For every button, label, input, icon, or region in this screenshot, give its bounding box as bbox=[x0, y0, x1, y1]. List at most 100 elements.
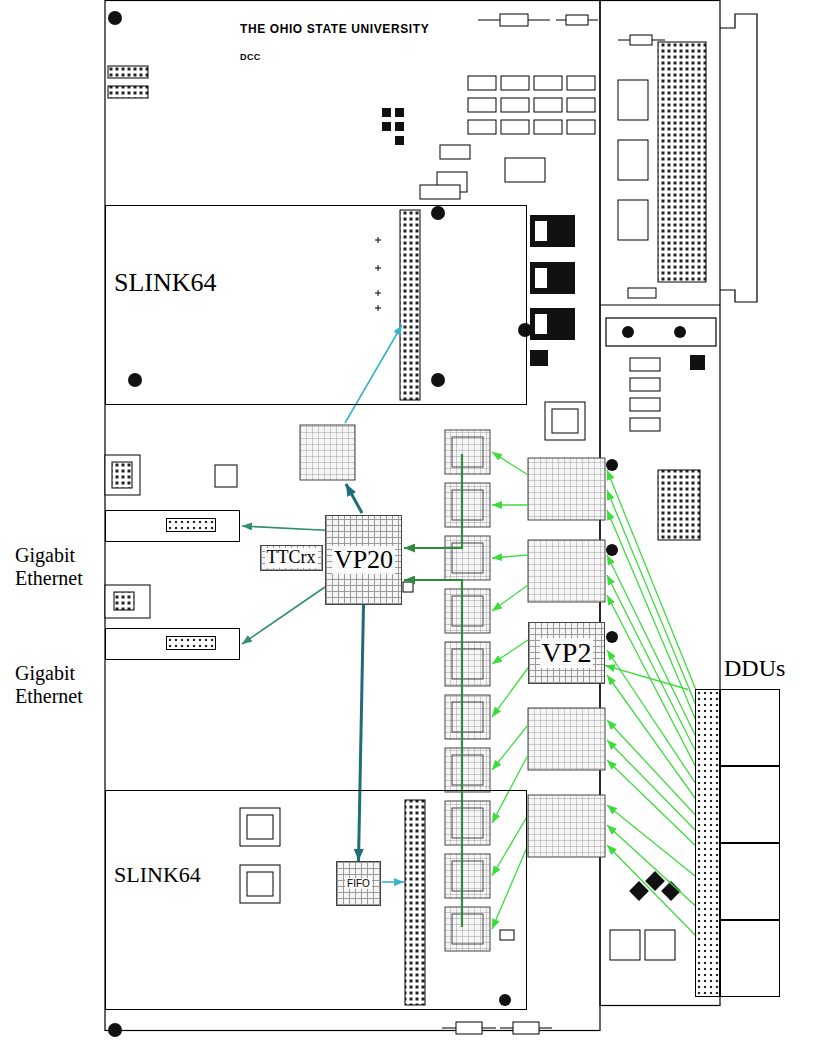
ic-package bbox=[240, 865, 280, 903]
surface-mount-part bbox=[535, 221, 547, 334]
resistor-symbol bbox=[456, 1022, 482, 1034]
ic-package bbox=[501, 76, 529, 90]
ic-package bbox=[240, 808, 280, 846]
resistor-symbol bbox=[500, 14, 528, 26]
ddu-connector: DDUs bbox=[688, 655, 794, 1000]
pin-header bbox=[405, 800, 425, 1005]
part-label: VP20 bbox=[332, 546, 395, 575]
surface-mount-part bbox=[382, 108, 705, 901]
mounting-hole bbox=[431, 373, 445, 387]
ic-package bbox=[247, 815, 273, 839]
board-outline bbox=[720, 14, 757, 302]
memory-chip bbox=[445, 801, 490, 845]
signal-arrow bbox=[605, 665, 688, 689]
mounting-hole bbox=[518, 323, 532, 337]
surface-mount-part bbox=[530, 262, 575, 294]
pin-header bbox=[108, 86, 148, 98]
ic-package bbox=[420, 185, 460, 199]
ddu-data-arrow bbox=[607, 470, 700, 700]
surface-mount-part bbox=[530, 350, 548, 366]
pin-header bbox=[400, 210, 420, 400]
pin-header bbox=[108, 66, 148, 78]
rj45-cage bbox=[105, 628, 240, 660]
buffer-arrow bbox=[492, 504, 528, 505]
memory-chip bbox=[445, 854, 490, 898]
fpga-chip: VP2 bbox=[528, 622, 605, 684]
surface-mount-part bbox=[535, 221, 547, 241]
buffer-arrow bbox=[492, 555, 528, 558]
bus-arrow bbox=[404, 454, 462, 927]
fpga-chip bbox=[528, 540, 605, 602]
signal-arrow bbox=[359, 605, 364, 861]
ic-package bbox=[534, 120, 562, 134]
mounting-hole bbox=[499, 994, 511, 1006]
pin-header bbox=[105, 585, 150, 618]
pin-header bbox=[105, 42, 706, 1005]
memory-chip bbox=[445, 642, 490, 686]
pin-row bbox=[166, 518, 216, 532]
mounting-hole bbox=[606, 544, 618, 556]
connector-shell bbox=[720, 766, 780, 843]
part-label: VP2 bbox=[540, 638, 594, 669]
part-label: SLINK64 bbox=[114, 268, 217, 298]
memory-chip bbox=[452, 861, 483, 891]
buffer-arrow bbox=[492, 452, 528, 929]
memory-chip bbox=[445, 536, 490, 580]
pin-column bbox=[695, 689, 720, 997]
bus-arrow bbox=[404, 580, 462, 927]
ic-package bbox=[645, 930, 675, 960]
board-outline bbox=[105, 1, 600, 1031]
ic-package bbox=[534, 76, 562, 90]
memory-chip bbox=[452, 755, 483, 785]
test-point bbox=[375, 237, 381, 311]
surface-mount-part bbox=[395, 122, 404, 131]
board-outline bbox=[105, 1, 757, 1031]
fpga-chip: VP20 bbox=[325, 515, 402, 605]
memory-chip bbox=[445, 430, 490, 474]
buffer-arrow bbox=[492, 668, 528, 717]
ic-package bbox=[545, 402, 585, 440]
fpga-chip bbox=[300, 425, 605, 857]
board-outline bbox=[600, 1, 720, 1006]
connector-shell bbox=[720, 843, 780, 920]
fpga-chip bbox=[528, 795, 605, 857]
buffer-arrow bbox=[492, 640, 528, 664]
part-label: DDUs bbox=[724, 655, 785, 683]
ic-package bbox=[468, 98, 496, 112]
ic-package bbox=[468, 120, 496, 134]
ethernet-connector: Gigabit Ethernet bbox=[12, 510, 242, 594]
ddu-data-arrow bbox=[607, 675, 700, 805]
pin-header bbox=[658, 470, 700, 540]
ethernet-connector: Gigabit Ethernet bbox=[12, 628, 242, 712]
ddu-data-arrow bbox=[607, 650, 700, 790]
pin-row bbox=[166, 636, 216, 650]
ddu-data-arrow bbox=[607, 825, 700, 910]
ttc-receiver-chip: TTCrx bbox=[260, 545, 323, 571]
surface-mount-part bbox=[530, 308, 575, 340]
ic-package bbox=[630, 358, 660, 371]
memory-chip bbox=[452, 596, 483, 626]
ic-package bbox=[247, 872, 273, 896]
memory-chip bbox=[452, 490, 483, 520]
ddu-data-arrow bbox=[607, 555, 700, 745]
ic-package bbox=[215, 76, 675, 960]
output-arrow bbox=[382, 881, 404, 883]
mounting-hole bbox=[108, 1023, 122, 1037]
ddu-data-arrow bbox=[607, 740, 700, 835]
mounting-hole bbox=[108, 11, 122, 25]
memory-chip bbox=[445, 748, 490, 792]
ic-package bbox=[440, 145, 470, 159]
surface-mount-part bbox=[530, 215, 575, 247]
ic-package bbox=[610, 930, 640, 960]
mounting-hole bbox=[128, 373, 142, 387]
ic-package bbox=[505, 158, 545, 182]
memory-chip bbox=[452, 649, 483, 679]
ic-package bbox=[501, 120, 529, 134]
ic-package bbox=[630, 398, 660, 411]
ic-package bbox=[215, 465, 237, 487]
pin-header bbox=[112, 462, 132, 488]
resistor-symbol bbox=[566, 15, 588, 25]
surface-mount-part bbox=[382, 108, 391, 117]
resistor-symbol bbox=[442, 14, 665, 1034]
test-point bbox=[375, 237, 381, 311]
